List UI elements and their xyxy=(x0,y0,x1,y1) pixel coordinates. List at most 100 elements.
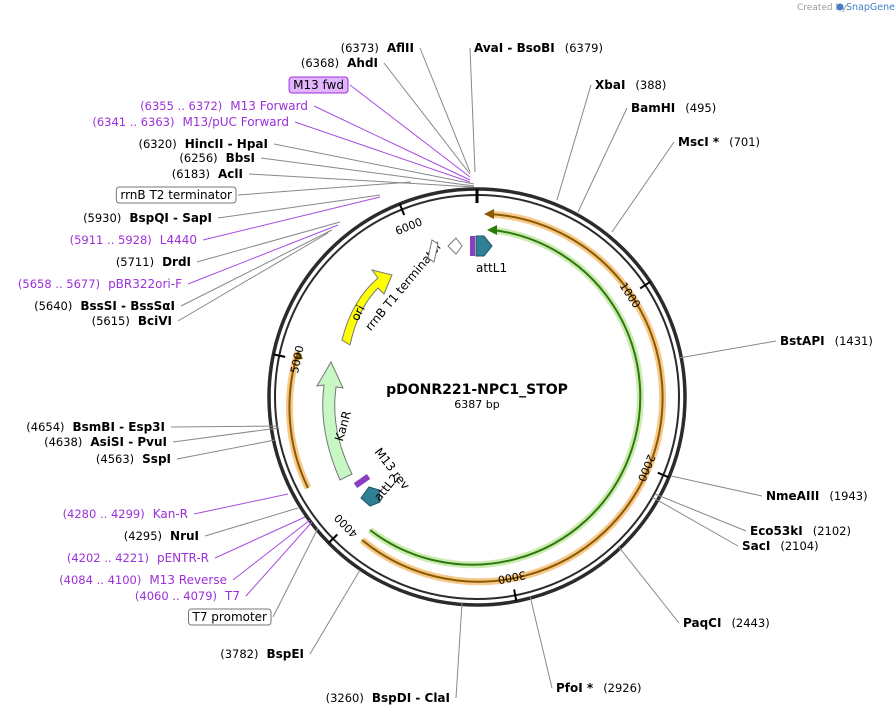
site-label-asisi-pvui: AsiSI - PvuI(4638) xyxy=(44,435,167,449)
leader-line xyxy=(193,493,289,515)
site-position: (4202 .. 4221) xyxy=(67,551,149,565)
site-label-aflii: AflII(6373) xyxy=(341,41,414,55)
leader-line xyxy=(419,47,471,173)
kan-orange-arc xyxy=(288,351,309,489)
site-position: (6183) xyxy=(172,167,210,181)
site-name: Kan-R xyxy=(153,507,188,521)
site-position: (4084 .. 4100) xyxy=(59,573,141,587)
leader-line xyxy=(313,105,471,181)
site-label-saci: SacI (2104) xyxy=(742,539,819,553)
site-position: (495) xyxy=(685,101,716,115)
leader-line xyxy=(237,181,412,196)
leader-line xyxy=(654,493,747,532)
tick-mark xyxy=(398,203,406,216)
site-label-t7: T7 (4060 .. 4079) xyxy=(135,589,240,603)
site-label-bbsi: BbsI (6256) xyxy=(179,151,255,165)
leader-line xyxy=(529,595,553,689)
plasmid-length: 6387 bp xyxy=(454,398,499,411)
orf-arc xyxy=(369,229,642,566)
site-label-xbai: XbaI(388) xyxy=(595,78,666,92)
tick-label: 5000 xyxy=(288,344,306,374)
leader-line xyxy=(214,516,306,559)
site-position: (4563) xyxy=(96,452,134,466)
site-position: (701) xyxy=(729,135,760,149)
site-position: (6368) xyxy=(301,56,339,70)
site-name: M13 Forward xyxy=(230,99,308,113)
insert-arc-outer-head xyxy=(484,209,494,219)
leader-line xyxy=(202,196,381,241)
orf-arc-head xyxy=(487,225,497,235)
site-label-pentr-r: pENTR-R(4202 .. 4221) xyxy=(67,551,209,565)
site-position: (388) xyxy=(635,78,666,92)
site-position: (5711) xyxy=(116,255,154,269)
site-name: M13/pUC Forward xyxy=(182,115,289,129)
leader-line xyxy=(232,519,311,581)
site-name: AhdI xyxy=(347,56,378,70)
terminator-feature-icon xyxy=(447,237,463,255)
leader-line xyxy=(294,121,471,183)
site-label-bsssi-bsss-i: BssSI - BssSαI(5640) xyxy=(34,299,175,313)
leader-line xyxy=(176,439,276,460)
leader-line xyxy=(217,194,381,219)
site-position: (2104) xyxy=(780,539,818,553)
site-position: (4280 .. 4299) xyxy=(63,507,145,521)
m13-rev-marker xyxy=(353,473,371,489)
site-label-acli: AclI(6183) xyxy=(172,167,243,181)
site-name: BspEI xyxy=(266,647,304,661)
site-label-m13-forward: M13 Forward (6355 .. 6372) xyxy=(140,99,308,113)
site-label-t7-promoter: T7 promoter xyxy=(188,608,272,626)
site-position: (2102) xyxy=(813,524,851,538)
site-position: (6256) xyxy=(179,151,217,165)
site-name: BspQI - SapI xyxy=(129,211,212,225)
site-name: NruI xyxy=(170,529,199,543)
site-position: (1431) xyxy=(835,334,873,348)
site-name: BspDI - ClaI xyxy=(372,691,450,705)
site-position: (6373) xyxy=(341,41,379,55)
leader-line xyxy=(172,427,279,443)
site-name: M13 fwd xyxy=(293,78,344,92)
site-name: T7 promoter xyxy=(192,610,268,624)
site-label-msci-: MscI *(701) xyxy=(678,135,760,149)
site-label-ahdi: AhdI (6368) xyxy=(301,56,378,70)
site-position: (6355 .. 6372) xyxy=(140,99,222,113)
tick-label: 2000 xyxy=(635,452,658,483)
site-position: (5911 .. 5928) xyxy=(70,233,152,247)
site-position: (1943) xyxy=(829,489,867,503)
site-position: (4295) xyxy=(124,529,162,543)
leader-line xyxy=(469,47,476,173)
site-name: HincII - HpaI xyxy=(185,137,268,151)
site-label-m13-reverse: M13 Reverse (4084 .. 4100) xyxy=(59,573,227,587)
tick-mark xyxy=(513,589,518,602)
site-name: BbsI xyxy=(226,151,255,165)
site-position: (4060 .. 4079) xyxy=(135,589,217,603)
site-name: L4440 xyxy=(160,233,197,247)
site-position: (6379) xyxy=(565,41,603,55)
leader-line xyxy=(170,425,279,428)
leader-line xyxy=(556,84,592,201)
credit-brand: SnapGene xyxy=(846,2,895,13)
site-label-bamhi: BamHI(495) xyxy=(631,101,716,115)
site-name: AsiSI - PvuI xyxy=(90,435,167,449)
site-name: Eco53kI xyxy=(750,524,803,538)
rrnb-t1-feature xyxy=(427,239,439,263)
leader-line xyxy=(272,527,319,618)
leader-line xyxy=(196,221,341,263)
site-name: SacI xyxy=(742,539,770,553)
site-label-pfoi-: PfoI *(2926) xyxy=(556,681,641,695)
site-name: T7 xyxy=(224,589,240,603)
site-name: PfoI * xyxy=(556,681,594,695)
site-position: (5615) xyxy=(92,314,130,328)
site-label-paqci: PaqCI(2443) xyxy=(683,616,770,630)
site-name: NmeAIII xyxy=(766,489,819,503)
leader-line xyxy=(349,84,471,178)
leader-line xyxy=(611,141,675,233)
tick-mark xyxy=(273,353,286,358)
credit-prefix: Created by xyxy=(797,3,847,13)
insert-arc-outer xyxy=(361,213,664,583)
site-label-m13-fwd: M13 fwd xyxy=(288,76,349,94)
site-label-drdi: DrdI(5711) xyxy=(116,255,191,269)
site-name: M13 Reverse xyxy=(149,573,227,587)
label-box xyxy=(115,186,237,204)
plasmid-name: pDONR221-NPC1_STOP xyxy=(386,382,568,398)
site-name: PaqCI xyxy=(683,616,721,630)
